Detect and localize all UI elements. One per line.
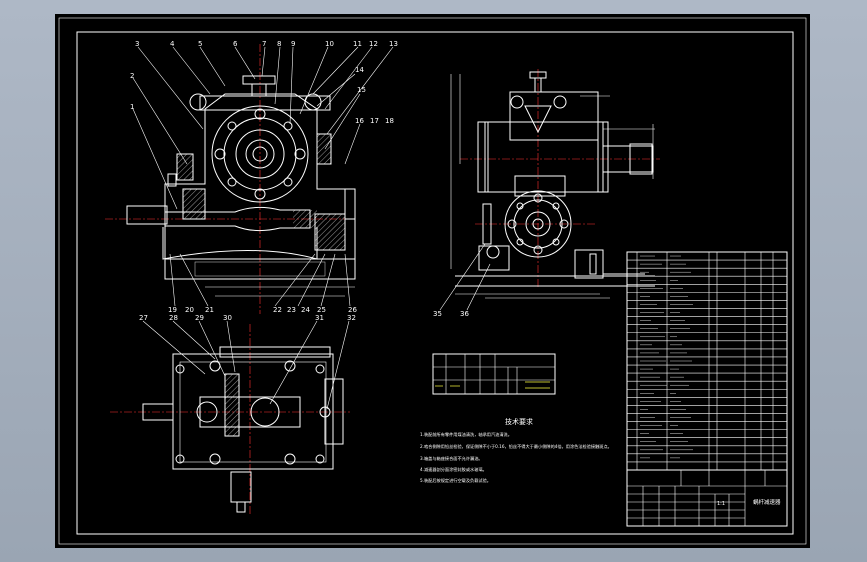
part-number-label: 32: [347, 314, 356, 322]
part-number-label: 15: [357, 86, 366, 94]
title-block: 蜗杆减速器 1:1: [626, 469, 788, 527]
tech-req-line: 3.箱盖与箱座接合面不允许漏油。: [420, 455, 483, 462]
front-section-view: [105, 44, 394, 314]
technical-requirements: 技术要求 1.装配前所有零件用煤油清洗，轴承用汽油清洗。 2.啮合侧隙用铅丝检验…: [420, 417, 612, 484]
part-number-label: 3: [135, 40, 139, 48]
part-number-label: 22: [273, 306, 282, 314]
part-number-label: 8: [277, 40, 281, 48]
part-number-label: 24: [301, 306, 310, 314]
tech-req-line: 1.装配前所有零件用煤油清洗，轴承用汽油清洗。: [420, 431, 512, 438]
part-number-label: 12: [369, 40, 378, 48]
part-number-label: 1: [130, 103, 134, 111]
part-number-label: 7: [262, 40, 266, 48]
parts-list: [626, 251, 788, 471]
part-number-label: 4: [170, 40, 175, 48]
title-block-scale: 1:1: [717, 501, 725, 507]
part-number-label: 16: [355, 117, 364, 125]
part-number-label: 31: [315, 314, 324, 322]
plan-view: 27 28 29 30 31 32: [110, 314, 356, 514]
side-view: 35 36: [433, 69, 660, 318]
tech-req-line: 5.装配后按规定进行空载及负载试验。: [420, 477, 491, 484]
inner-border: [76, 31, 794, 535]
tech-data-table: [432, 353, 556, 395]
part-number-label: 30: [223, 314, 232, 322]
part-number-label: 29: [195, 314, 204, 322]
part-number-label: 21: [205, 306, 214, 314]
part-number-label: 2: [130, 72, 134, 80]
part-number-label: 19: [168, 306, 177, 314]
part-number-label: 35: [433, 310, 442, 318]
drawing-sheet: 3 4 5 6 7 8 9 10 11 12 13 2 1 14 15 16 1…: [55, 14, 810, 548]
part-number-label: 11: [353, 40, 362, 48]
part-number-label: 28: [169, 314, 178, 322]
part-number-label: 18: [385, 117, 394, 125]
part-number-label: 20: [185, 306, 194, 314]
tech-req-line: 2.啮合侧隙用铅丝检验，保证侧隙不小于0.16，铅丝不得大于最小侧隙的4倍。用涂…: [420, 443, 612, 450]
part-number-label: 13: [389, 40, 398, 48]
part-numbers-front: 3 4 5 6 7 8 9 10 11 12 13 2 1 14 15 16 1…: [130, 40, 398, 314]
part-number-label: 27: [139, 314, 148, 322]
drawing-canvas: 3 4 5 6 7 8 9 10 11 12 13 2 1 14 15 16 1…: [58, 17, 807, 545]
part-number-label: 10: [325, 40, 334, 48]
part-number-label: 25: [317, 306, 326, 314]
part-number-label: 9: [291, 40, 295, 48]
outer-border: [58, 17, 807, 545]
part-number-label: 36: [460, 310, 469, 318]
part-number-label: 6: [233, 40, 238, 48]
part-number-label: 5: [198, 40, 202, 48]
part-number-label: 23: [287, 306, 296, 314]
title-block-name: 蜗杆减速器: [753, 498, 781, 506]
part-number-label: 17: [370, 117, 379, 125]
tech-req-title: 技术要求: [505, 417, 533, 426]
part-number-label: 26: [348, 306, 357, 314]
tech-req-line: 4.减速器剖分面涂密封胶或水玻璃。: [420, 466, 487, 473]
part-number-label: 14: [355, 66, 364, 74]
